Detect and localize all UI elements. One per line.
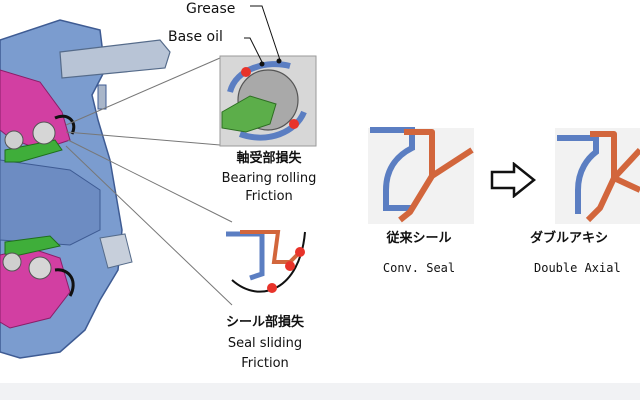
leader-lines (65, 57, 233, 306)
bearing-loss-jp-label: 軸受部損失 (236, 151, 302, 166)
axial-seal-metal (557, 135, 599, 214)
axial-seal-lip (585, 131, 640, 223)
grease-pointer (250, 5, 281, 61)
seal-loss-en-label-2: Friction (241, 356, 289, 371)
hub-stem (59, 39, 171, 79)
conv-seal-jp-label: 従来シール (386, 231, 452, 246)
axial-seal-en-label: Double Axial (534, 261, 621, 275)
bearing-loss-en-label-1: Bearing rolling (221, 171, 317, 186)
seal-lower (54, 268, 75, 297)
conv-seal-en-label: Conv. Seal (382, 261, 456, 275)
arrow-right-icon (490, 162, 537, 198)
conv-seal-metal (370, 127, 415, 211)
rolling-ball-lower-2 (2, 252, 22, 272)
axial-seal-jp-label: ダブルアキシ (530, 231, 609, 246)
rolling-ball-lower-1 (28, 256, 52, 280)
hub-lower-flange (99, 233, 133, 269)
bottom-band (0, 383, 640, 400)
hub-bearing-cross-section (0, 19, 171, 359)
rolling-ball-upper-1 (32, 121, 56, 145)
conv-seal-drawing (368, 127, 474, 224)
bearing-inset (219, 55, 317, 147)
conv-seal-lip (398, 129, 474, 223)
cage-lower (4, 235, 61, 257)
bearing-loss-en-label-2: Friction (245, 189, 293, 204)
rolling-ball-upper-2 (4, 130, 24, 150)
inset-cage (221, 95, 277, 133)
seal-inset (226, 230, 306, 293)
double-axial-seal-drawing (555, 128, 640, 224)
grease-label: Grease (186, 1, 236, 17)
base-oil-label: Base oil (168, 29, 223, 45)
bolt (97, 84, 107, 110)
seal-upper (54, 114, 76, 135)
seal-loss-jp-label: シール部損失 (225, 315, 304, 330)
seal-loss-en-label-1: Seal sliding (227, 336, 303, 351)
outer-ring (0, 159, 101, 246)
base-oil-pointer (244, 37, 263, 63)
